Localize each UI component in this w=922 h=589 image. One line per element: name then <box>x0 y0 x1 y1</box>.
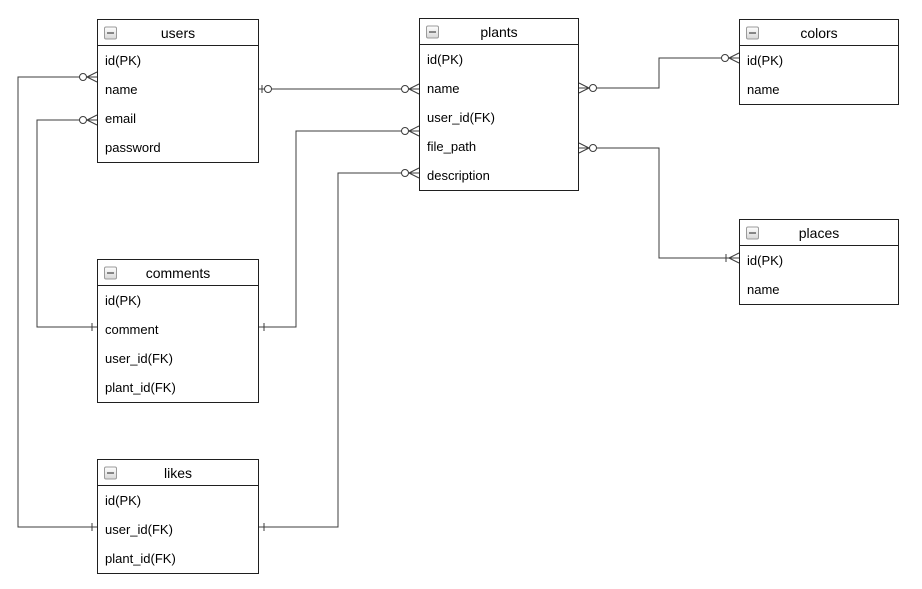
table-likes[interactable]: likes id(PK) user_id(FK) plant_id(FK) <box>97 459 259 574</box>
relation-line <box>579 147 739 259</box>
crowfoot-marker <box>86 114 98 121</box>
relation-users-comments[interactable] <box>36 114 98 331</box>
crowfoot-marker <box>408 167 420 174</box>
field-row[interactable]: plant_id(FK) <box>105 551 176 566</box>
collapse-icon[interactable] <box>746 26 759 39</box>
minus-glyph <box>107 272 114 273</box>
field-row[interactable]: id(PK) <box>427 52 464 67</box>
table-colors[interactable]: colors id(PK) name <box>739 19 899 105</box>
table-title: places <box>798 224 840 241</box>
circle-marker <box>401 169 409 177</box>
minus-glyph <box>107 32 114 33</box>
field-row[interactable]: name <box>105 82 138 97</box>
crowfoot-marker <box>728 57 740 64</box>
table-title: likes <box>163 464 192 481</box>
table-places[interactable]: places id(PK) name <box>739 219 899 305</box>
crowfoot-marker <box>86 76 98 83</box>
crowfoot-marker <box>728 252 740 259</box>
field-row[interactable]: email <box>105 111 137 126</box>
minus-glyph <box>107 472 114 473</box>
table-header: users <box>98 20 258 46</box>
relation-plants-colors[interactable] <box>578 52 740 94</box>
relation-comments-plants[interactable] <box>259 125 420 331</box>
circle-marker <box>401 127 409 135</box>
collapse-icon[interactable] <box>426 25 439 38</box>
field-row[interactable]: description <box>427 168 490 183</box>
relation-users-plants[interactable] <box>259 83 420 95</box>
table-header: comments <box>98 260 258 286</box>
field-row[interactable]: id(PK) <box>105 493 142 508</box>
table-header: plants <box>420 19 578 45</box>
crowfoot-marker <box>408 172 420 179</box>
crowfoot-marker <box>728 52 740 59</box>
collapse-icon[interactable] <box>104 26 117 39</box>
relation-line <box>259 130 419 328</box>
collapse-icon[interactable] <box>746 226 759 239</box>
relation-likes-plants[interactable] <box>259 167 420 531</box>
circle-marker <box>401 85 409 93</box>
table-header: likes <box>98 460 258 486</box>
table-title: comments <box>145 264 211 281</box>
collapse-icon[interactable] <box>104 466 117 479</box>
circle-marker <box>264 85 272 93</box>
crowfoot-marker <box>728 257 740 264</box>
relation-line <box>579 57 739 89</box>
field-row[interactable]: id(PK) <box>105 53 142 68</box>
field-row[interactable]: name <box>427 81 460 96</box>
circle-marker <box>589 144 597 152</box>
crowfoot-marker <box>408 125 420 132</box>
crowfoot-marker <box>408 83 420 90</box>
field-row[interactable]: id(PK) <box>747 253 784 268</box>
field-row[interactable]: name <box>747 282 780 297</box>
table-users[interactable]: users id(PK) name email password <box>97 19 259 163</box>
circle-marker <box>79 116 87 124</box>
collapse-icon[interactable] <box>104 266 117 279</box>
field-row[interactable]: user_id(FK) <box>105 522 173 537</box>
circle-marker <box>79 73 87 81</box>
crowfoot-marker <box>578 147 590 154</box>
field-row[interactable]: id(PK) <box>747 53 784 68</box>
table-title: users <box>160 24 196 41</box>
crowfoot-marker <box>578 142 590 149</box>
relation-line <box>259 172 419 528</box>
table-header: places <box>740 220 898 246</box>
crowfoot-marker <box>578 82 590 89</box>
table-title: plants <box>480 23 518 40</box>
relation-users-likes[interactable] <box>17 71 98 531</box>
crowfoot-marker <box>408 130 420 137</box>
relation-line <box>17 76 97 528</box>
minus-glyph <box>429 31 436 32</box>
minus-glyph <box>749 32 756 33</box>
crowfoot-marker <box>578 87 590 94</box>
circle-marker <box>721 54 729 62</box>
field-row[interactable]: id(PK) <box>105 293 142 308</box>
minus-glyph <box>749 232 756 233</box>
circle-marker <box>589 84 597 92</box>
field-row[interactable]: user_id(FK) <box>105 351 173 366</box>
field-row[interactable]: password <box>105 140 161 155</box>
field-row[interactable]: name <box>747 82 780 97</box>
field-row[interactable]: comment <box>105 322 159 337</box>
crowfoot-marker <box>408 88 420 95</box>
relation-plants-places[interactable] <box>578 142 740 264</box>
table-title: colors <box>800 24 838 41</box>
field-row[interactable]: user_id(FK) <box>427 110 495 125</box>
field-row[interactable]: file_path <box>427 139 477 154</box>
relation-line <box>36 119 97 328</box>
field-row[interactable]: plant_id(FK) <box>105 380 176 395</box>
table-header: colors <box>740 20 898 46</box>
crowfoot-marker <box>86 119 98 126</box>
crowfoot-marker <box>86 71 98 78</box>
